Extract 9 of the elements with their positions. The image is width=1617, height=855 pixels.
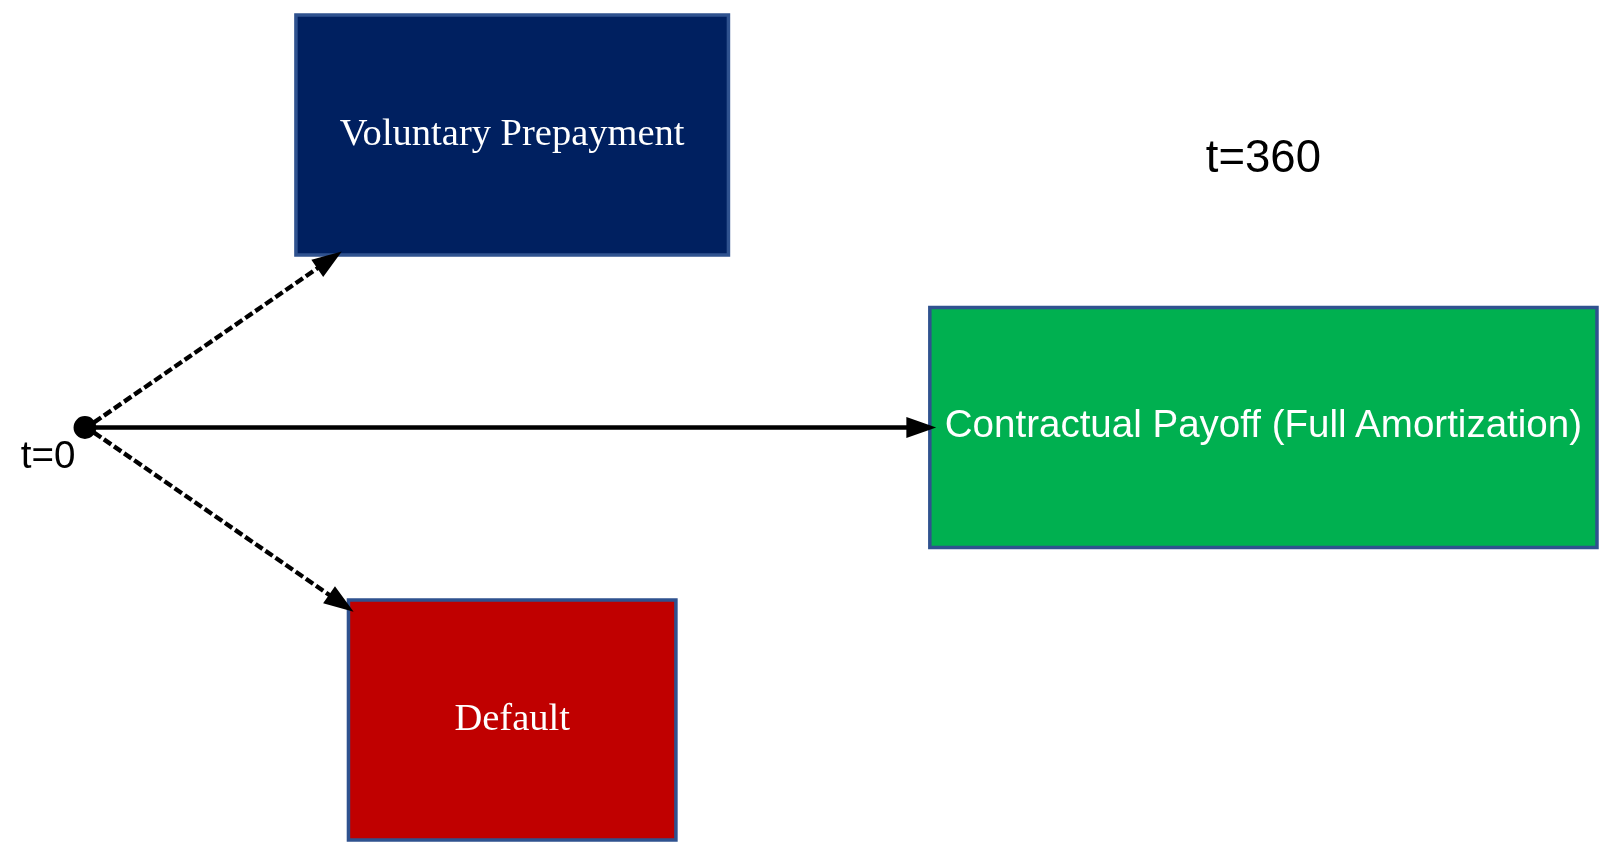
node-box: Contractual Payoff (Full Amortization) xyxy=(927,305,1599,550)
arrow xyxy=(92,251,342,425)
node-label: t=0 xyxy=(20,432,75,476)
arrow xyxy=(92,430,354,612)
node-circle xyxy=(73,416,96,439)
label: t=360 xyxy=(1205,131,1321,183)
node-box: Default xyxy=(346,598,678,842)
node-box: Voluntary Prepayment xyxy=(293,13,730,257)
arrow xyxy=(94,417,936,438)
